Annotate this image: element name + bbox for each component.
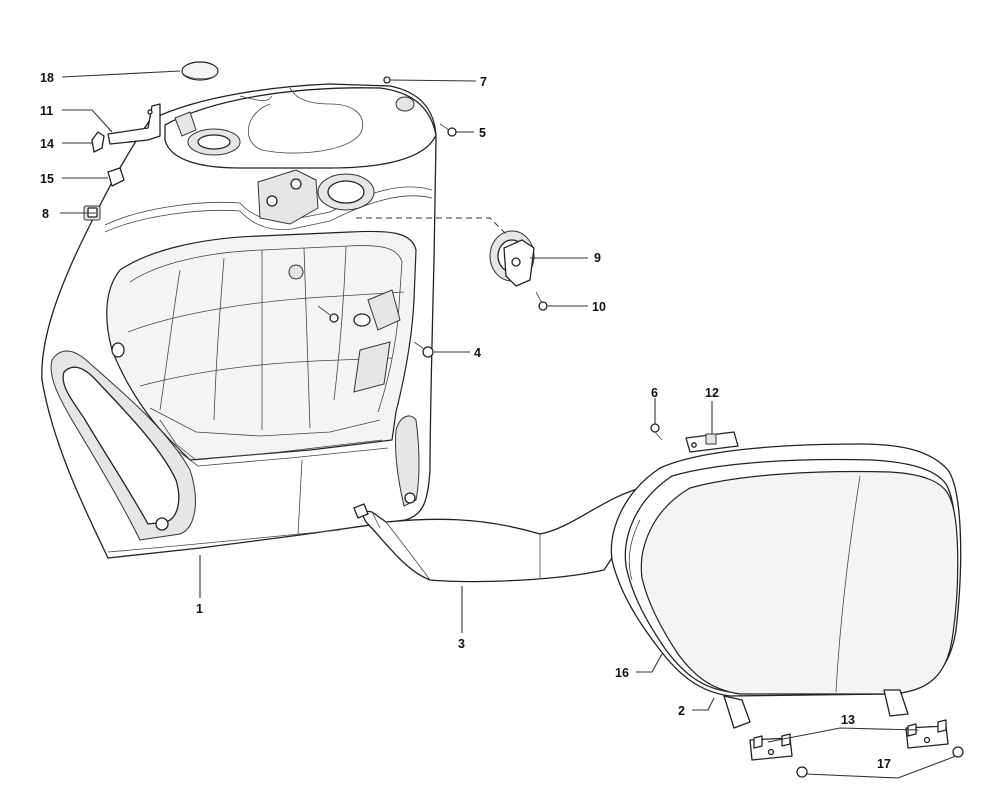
part-17-screw-right bbox=[952, 746, 964, 758]
callout-3: 3 bbox=[458, 637, 465, 651]
part-3-lower-trim bbox=[353, 475, 663, 583]
part-15-button bbox=[107, 167, 125, 187]
part-14-clip bbox=[91, 131, 105, 153]
lock-alignment-line bbox=[356, 217, 509, 237]
leader-lines bbox=[60, 70, 957, 779]
part-4-screw bbox=[413, 341, 434, 358]
callout-13: 13 bbox=[841, 713, 855, 727]
callout-8: 8 bbox=[42, 207, 49, 221]
part-6-screw bbox=[650, 423, 663, 441]
part-7-pin bbox=[383, 76, 391, 84]
callout-10: 10 bbox=[592, 300, 606, 314]
part-9-lock-assembly bbox=[489, 230, 535, 287]
callout-2: 2 bbox=[678, 704, 685, 718]
part-1-inner-front-panel bbox=[41, 83, 437, 559]
callout-18: 18 bbox=[40, 71, 54, 85]
callout-4: 4 bbox=[474, 346, 481, 360]
part-13-hinge-right bbox=[905, 719, 949, 749]
callout-6: 6 bbox=[651, 386, 658, 400]
callout-9: 9 bbox=[594, 251, 601, 265]
part-2-glovebox-door bbox=[610, 443, 962, 729]
part-12-latch bbox=[685, 431, 739, 453]
part-17-screw-left bbox=[796, 766, 808, 778]
callout-11: 11 bbox=[40, 104, 53, 118]
callout-7: 7 bbox=[480, 75, 487, 89]
callout-16: 16 bbox=[615, 666, 629, 680]
callout-labels: 1 2 3 4 5 6 7 8 9 10 11 12 13 14 15 16 1… bbox=[40, 71, 891, 771]
part-11-bracket bbox=[107, 103, 161, 145]
part-13-hinge-left bbox=[749, 733, 793, 761]
glovebox-screw bbox=[317, 305, 339, 323]
callout-17: 17 bbox=[877, 757, 891, 771]
part-18-cap bbox=[181, 61, 219, 81]
part-10-screw bbox=[535, 291, 548, 311]
callout-14: 14 bbox=[40, 137, 54, 151]
callout-5: 5 bbox=[479, 126, 486, 140]
callout-15: 15 bbox=[40, 172, 54, 186]
part-5-screw bbox=[439, 123, 457, 137]
callout-12: 12 bbox=[705, 386, 719, 400]
callout-1: 1 bbox=[196, 602, 203, 616]
